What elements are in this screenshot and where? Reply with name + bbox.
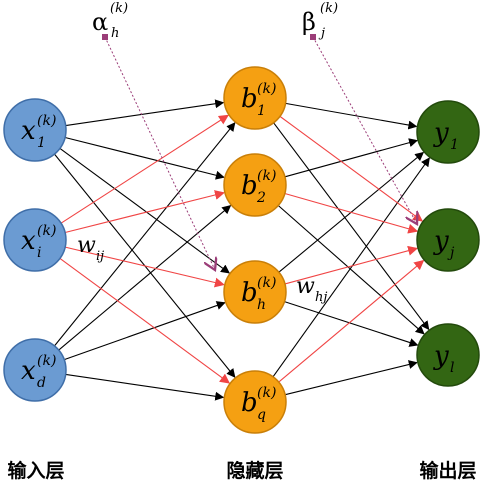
hidden-node-circle <box>223 66 287 130</box>
beta-symbol: β <box>302 8 316 36</box>
edge-input-2-hidden-2 <box>64 301 226 361</box>
hidden-node-circle <box>223 370 287 434</box>
input-node-sub: 1 <box>37 135 46 151</box>
hidden-node-sub: q <box>257 407 266 423</box>
edge-input-1-hidden-0 <box>60 114 229 224</box>
hidden-node-name: b <box>241 84 258 114</box>
edge-hidden-0-output-1 <box>279 115 424 222</box>
output-node-sub: j <box>447 245 455 261</box>
edge-input-2-hidden-1 <box>58 205 232 351</box>
threshold-beta <box>310 34 417 224</box>
input-node-name: x <box>21 226 36 256</box>
edge-input-0-hidden-1 <box>64 136 225 180</box>
input-layer-label: 输入层 <box>7 459 64 482</box>
hidden-node-circle <box>223 153 287 217</box>
hidden-node-sup: (k) <box>257 168 276 184</box>
edge-input-1-hidden-2 <box>65 246 225 288</box>
hidden-node-sub: h <box>257 297 266 313</box>
input-node-name: x <box>21 116 36 146</box>
input-node-sub: i <box>37 245 41 261</box>
edge-hidden-1-output-2 <box>277 205 425 335</box>
hidden-node-sup: (k) <box>257 81 276 97</box>
edge-hidden-1-output-1 <box>284 192 419 234</box>
w-ij-sub: ij <box>96 249 104 264</box>
hidden-node-name: b <box>241 278 258 308</box>
output-node-name: y <box>433 226 449 256</box>
w-hj-name: w <box>296 274 315 299</box>
input-node-circle <box>3 338 67 402</box>
output-layer-label: 输出层 <box>419 459 476 482</box>
hidden-node-sup: (k) <box>257 385 276 401</box>
output-node-circle <box>416 100 480 164</box>
output-node-name: y <box>433 118 449 148</box>
alpha-symbol: α <box>92 8 108 36</box>
hidden-node-sub: 2 <box>256 190 266 206</box>
input-node-sup: (k) <box>37 353 56 369</box>
output-node-circle <box>416 208 480 272</box>
edge-hidden-3-output-1 <box>278 259 425 383</box>
w-ij-name: w <box>77 233 96 258</box>
alpha-label: α (k) h <box>92 1 128 41</box>
input-node-sup: (k) <box>37 113 56 129</box>
alpha-line <box>104 36 215 270</box>
edges-red <box>59 114 425 384</box>
hidden-node-circle <box>223 260 287 324</box>
output-node-circle <box>416 323 480 387</box>
weight-w-ij: w ij <box>77 233 104 264</box>
output-node-name: y <box>433 341 449 371</box>
beta-sup: (k) <box>320 1 338 16</box>
edge-input-1-hidden-3 <box>59 257 231 384</box>
alpha-sub: h <box>111 26 119 41</box>
input-node-name: x <box>21 356 36 386</box>
input-node-sup: (k) <box>37 223 56 239</box>
edge-hidden-1-output-0 <box>284 138 419 178</box>
edge-input-1-hidden-1 <box>64 190 225 234</box>
hidden-node-name: b <box>241 388 258 418</box>
beta-label: β (k) j <box>302 1 338 41</box>
threshold-alpha <box>102 34 215 270</box>
input-node-circle <box>3 98 67 162</box>
output-node-sub: l <box>450 360 454 376</box>
edge-hidden-0-output-0 <box>285 102 418 130</box>
output-node-sub: 1 <box>450 137 459 153</box>
edge-input-2-hidden-3 <box>65 373 225 401</box>
beta-sub: j <box>318 26 325 41</box>
edge-hidden-3-output-2 <box>284 360 418 396</box>
hidden-layer-label: 隐藏层 <box>226 459 283 482</box>
w-hj-sub: hj <box>315 290 327 305</box>
hidden-node-sub: 1 <box>257 103 266 119</box>
weight-w-hj: w hj <box>296 274 327 305</box>
alpha-sup: (k) <box>110 1 128 16</box>
edge-hidden-3-output-0 <box>272 157 430 378</box>
edge-input-2-hidden-0 <box>54 122 236 347</box>
edge-hidden-2-output-2 <box>284 301 419 347</box>
input-node-circle <box>3 208 67 272</box>
edge-hidden-2-output-1 <box>284 245 419 285</box>
hidden-node-sup: (k) <box>257 275 276 291</box>
edge-input-0-hidden-0 <box>65 99 225 127</box>
edge-hidden-0-output-2 <box>273 122 430 331</box>
input-node-sub: d <box>37 375 46 391</box>
hidden-node-name: b <box>241 171 258 201</box>
edges-black <box>54 99 430 401</box>
edge-input-0-hidden-2 <box>59 147 230 274</box>
